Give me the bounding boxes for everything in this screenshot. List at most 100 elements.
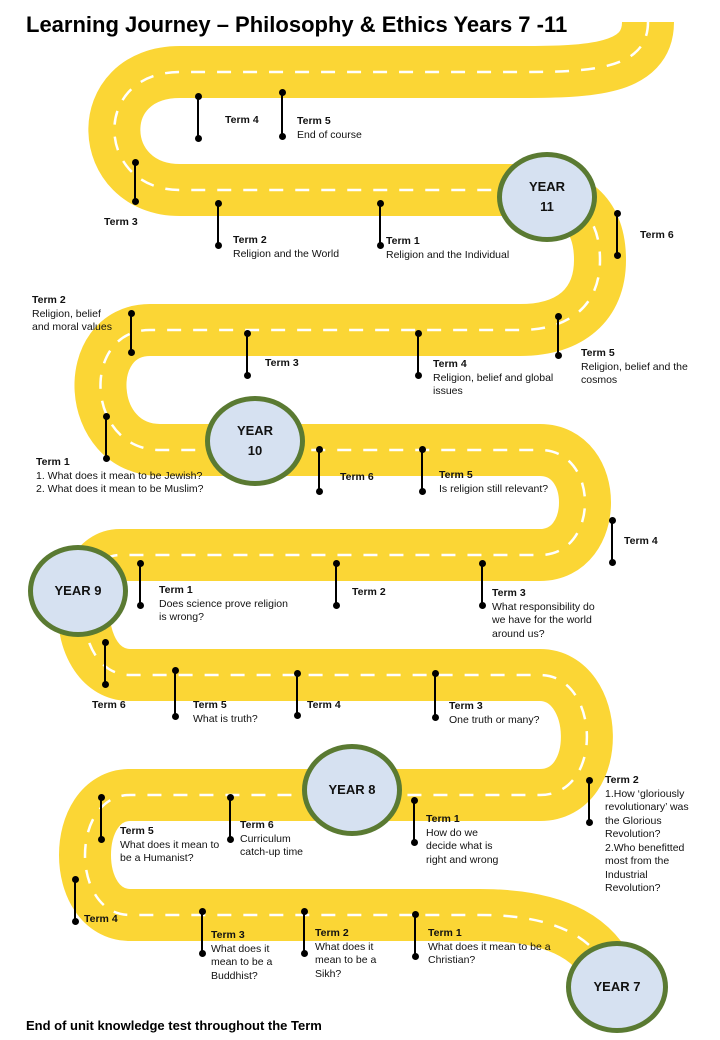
marker-dot [131,159,139,166]
marker-dot [300,950,308,957]
marker-dot [194,93,202,100]
year-9-label: YEAR 9 [54,583,102,598]
y9-term2-label: Term 2 [352,586,386,600]
marker-line [318,449,320,491]
term-name: Term 3 [492,587,526,599]
marker-line [104,642,106,684]
marker-line [74,879,76,921]
marker-dot [101,639,109,646]
marker-line [105,416,107,458]
road-centre-line [82,21,650,986]
marker-dot [102,455,110,462]
term-name: Term 2 [32,294,66,306]
term-topic: What is truth? [193,712,258,725]
marker-line [588,780,590,822]
marker-line [335,563,337,605]
marker-dot [376,242,384,249]
marker-dot [418,446,426,453]
term-name: Term 1 [386,235,420,247]
year-10-word: YEAR [236,423,274,438]
marker-line [481,563,483,605]
marker-dot [278,133,286,140]
marker-dot [554,352,562,359]
marker-dot [414,372,422,379]
marker-dot [214,200,222,207]
term-topic: End of course [297,128,362,141]
marker-dot [136,560,144,567]
year-7-badge: YEAR 7 [566,941,668,1033]
term-name: Term 6 [640,229,674,241]
marker-line [414,914,416,956]
marker-dot [194,135,202,142]
marker-line [616,213,618,255]
term-name: Term 1 [426,813,460,825]
marker-dot [585,777,593,784]
marker-line [174,670,176,716]
term-name: Term 2 [605,774,639,786]
term-name: Term 5 [439,469,473,481]
marker-dot [293,712,301,719]
marker-dot [198,908,206,915]
term-name: Term 1 [159,584,193,596]
marker-dot [315,488,323,495]
term-topic: What responsibility do we have for the w… [492,600,595,640]
y7-term4-label: Term 4 [84,913,118,927]
marker-dot [410,797,418,804]
term-topic: Is religion still relevant? [439,482,549,495]
marker-dot [97,836,105,843]
marker-line [134,162,136,202]
y9-term6-label: Term 6 [340,471,374,485]
marker-dot [101,681,109,688]
marker-dot [414,330,422,337]
marker-dot [418,488,426,495]
term-name: Term 4 [433,358,467,370]
marker-dot [71,918,79,925]
year-8-label: YEAR 8 [328,782,376,797]
year-9-badge: YEAR 9 [28,545,128,637]
marker-line [201,911,203,953]
term-name: Term 1 [36,456,70,468]
marker-line [139,563,141,605]
term-name: Term 5 [581,347,615,359]
term-name: Term 2 [315,927,349,939]
term-name: Term 3 [211,929,245,941]
term-topic: What does it mean to be a Buddhist? [211,942,273,982]
marker-dot [226,836,234,843]
marker-dot [71,876,79,883]
term-topic: What does it mean to be a Christian? [428,940,551,967]
marker-line [611,520,613,562]
marker-dot [136,602,144,609]
term-topic: 1. What does it mean to be Jewish? 2. Wh… [36,469,204,496]
marker-dot [613,252,621,259]
term-name: Term 4 [225,114,259,126]
marker-line [417,333,419,375]
term-name: Term 4 [307,699,341,711]
marker-dot [332,560,340,567]
term-name: Term 1 [428,927,462,939]
marker-dot [226,794,234,801]
marker-dot [608,559,616,566]
term-topic: Religion, belief and global issues [433,371,554,398]
term-name: Term 5 [120,825,154,837]
marker-dot [171,667,179,674]
term-topic: Religion, belief and moral values [32,307,112,334]
term-topic: What does it mean to be a Humanist? [120,838,220,865]
marker-dot [171,713,179,720]
term-topic: Curriculum catch-up time [240,832,304,859]
term-name: Term 6 [92,699,126,711]
marker-dot [411,911,419,918]
marker-line [434,673,436,717]
y10-term6-label: Term 6 [640,229,674,243]
marker-line [229,797,231,839]
y9-term4-label: Term 4 [624,535,658,549]
